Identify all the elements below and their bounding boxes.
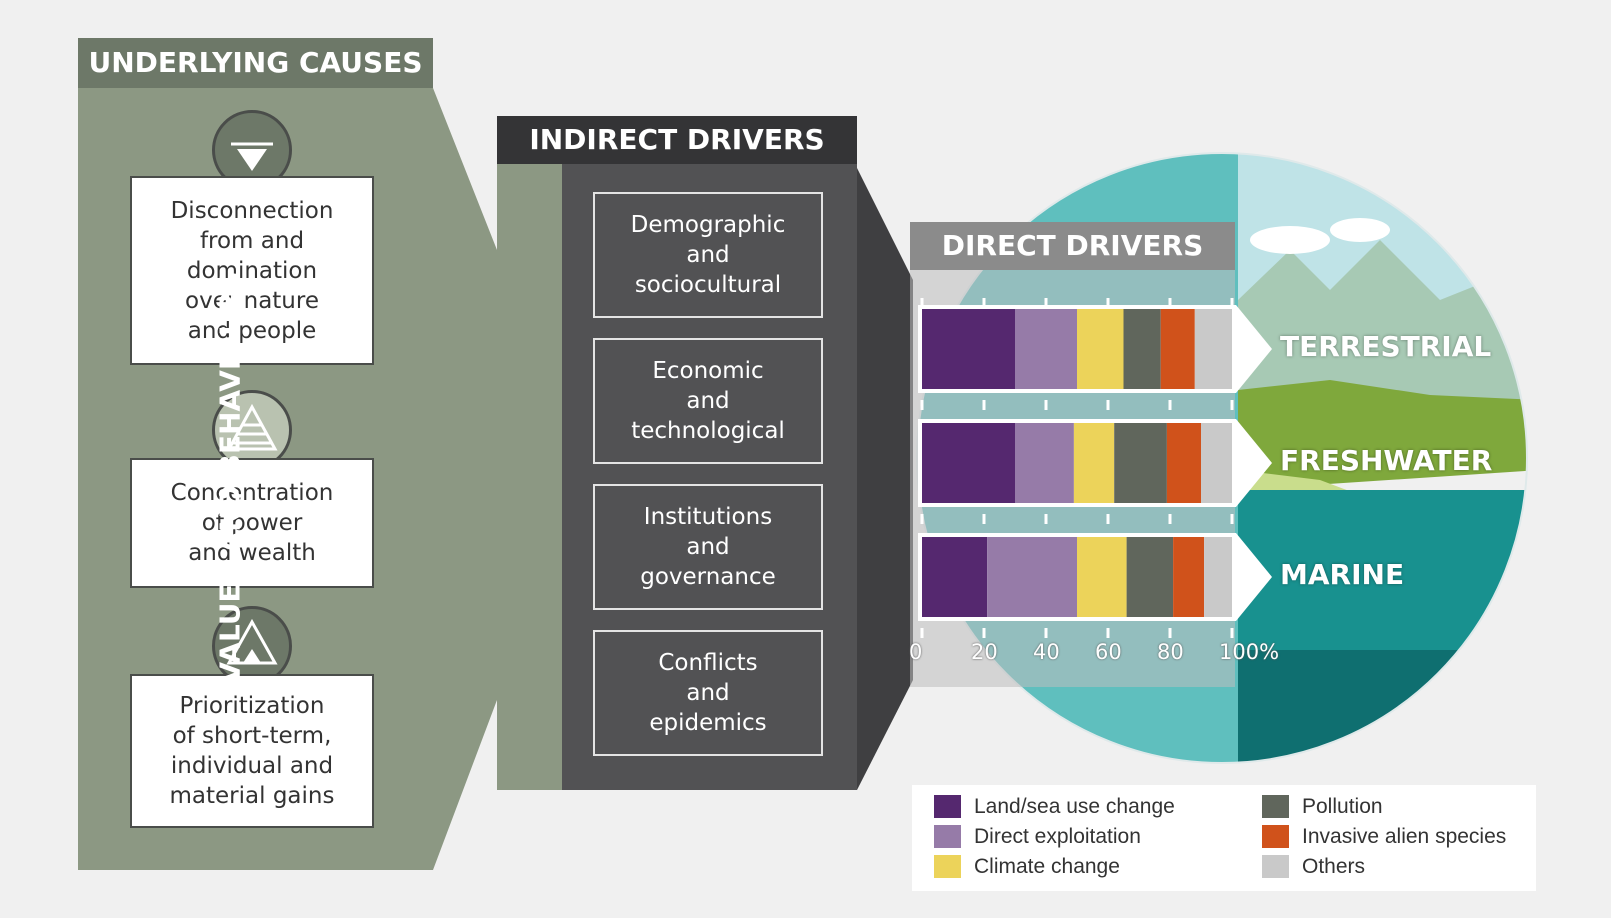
cause-concentration: Concentration of power and wealth bbox=[130, 458, 374, 588]
bar-terrestrial-land-sea bbox=[922, 309, 1015, 389]
arrow-marine bbox=[1236, 533, 1272, 621]
driver-demographic: Demographic and sociocultural bbox=[593, 192, 823, 318]
bar-freshwater-climate bbox=[1073, 423, 1115, 503]
legend-swatch-pollution bbox=[1262, 795, 1289, 818]
globe-mountains bbox=[1238, 240, 1527, 420]
indirect-funnel-shape bbox=[857, 168, 913, 790]
tick-label-1: 20 bbox=[971, 640, 998, 664]
underlying-causes-title: UNDERLYING CAUSES bbox=[88, 46, 423, 79]
globe-land bbox=[1238, 380, 1527, 490]
realm-label-terrestrial: TERRESTRIAL bbox=[1280, 330, 1492, 363]
bar-freshwater-exploitation bbox=[1015, 423, 1074, 503]
bar-freshwater-land-sea bbox=[922, 423, 1015, 503]
legend-label-land-sea: Land/sea use change bbox=[974, 795, 1175, 818]
realm-arrows bbox=[1236, 305, 1272, 621]
driver-institutions: Institutions and governance bbox=[593, 484, 823, 610]
legend-label-exploitation: Direct exploitation bbox=[974, 825, 1141, 848]
bar-terrestrial-pollution bbox=[1123, 309, 1161, 389]
legend-label-climate: Climate change bbox=[974, 855, 1120, 878]
bar-marine-pollution bbox=[1126, 537, 1174, 617]
driver-economic: Economic and technological bbox=[593, 338, 823, 464]
legend-swatch-climate bbox=[934, 855, 961, 878]
tick-label-0: 0 bbox=[909, 640, 923, 664]
indirect-drivers-title: INDIRECT DRIVERS bbox=[529, 123, 825, 156]
legend-swatch-invasive bbox=[1262, 825, 1289, 848]
cloud-shape bbox=[1250, 226, 1330, 254]
legend-label-invasive: Invasive alien species bbox=[1302, 825, 1507, 848]
indirect-header-bg bbox=[497, 116, 857, 164]
cause-disconnection: Disconnection from and domination over n… bbox=[130, 176, 374, 365]
values-strip-bg bbox=[497, 164, 562, 790]
bar-marine-others bbox=[1204, 537, 1232, 617]
legend-swatch-others bbox=[1262, 855, 1289, 878]
arrow-freshwater bbox=[1236, 419, 1272, 507]
tick-label-2: 40 bbox=[1033, 640, 1060, 664]
legend: Land/sea use change Direct exploitation … bbox=[912, 785, 1536, 891]
stacked-bars bbox=[918, 298, 1236, 638]
bar-freshwater-others bbox=[1201, 423, 1232, 503]
bar-marine-invasive bbox=[1173, 537, 1205, 617]
bar-marine-land-sea bbox=[922, 537, 988, 617]
underlying-header-bg bbox=[78, 38, 433, 88]
bar-terrestrial-climate bbox=[1077, 309, 1124, 389]
legend-label-pollution: Pollution bbox=[1302, 795, 1383, 818]
tick-label-3: 60 bbox=[1095, 640, 1122, 664]
bar-terrestrial-exploitation bbox=[1015, 309, 1077, 389]
bar-terrestrial-others bbox=[1194, 309, 1232, 389]
arrow-terrestrial bbox=[1236, 305, 1272, 393]
realm-label-freshwater: FRESHWATER bbox=[1280, 444, 1493, 477]
bar-marine-exploitation bbox=[987, 537, 1077, 617]
direct-drivers-title: DIRECT DRIVERS bbox=[941, 229, 1204, 262]
tick-label-4: 80 bbox=[1157, 640, 1184, 664]
bar-marine-climate bbox=[1077, 537, 1127, 617]
driver-conflicts: Conflicts and epidemics bbox=[593, 630, 823, 756]
direct-header-bg bbox=[910, 222, 1235, 270]
cloud-shape bbox=[1330, 218, 1390, 242]
bar-freshwater-pollution bbox=[1114, 423, 1167, 503]
layered-pyramid-icon bbox=[212, 390, 292, 470]
realm-label-marine: MARINE bbox=[1280, 558, 1405, 591]
legend-swatch-exploitation bbox=[934, 825, 961, 848]
bar-freshwater-invasive bbox=[1166, 423, 1201, 503]
tick-label-5: 100% bbox=[1219, 640, 1280, 664]
bar-terrestrial-invasive bbox=[1160, 309, 1195, 389]
cause-prioritization: Prioritization of short-term, individual… bbox=[130, 674, 374, 828]
legend-swatch-land-sea bbox=[934, 795, 961, 818]
legend-label-others: Others bbox=[1302, 855, 1366, 878]
